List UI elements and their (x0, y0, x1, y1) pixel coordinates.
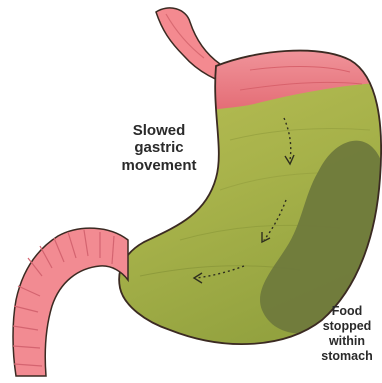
label-line: within (329, 334, 365, 348)
food-stopped-label: Food stopped within stomach (312, 304, 382, 364)
label-line: stopped (323, 319, 372, 333)
label-line: Slowed (133, 122, 186, 139)
label-line: movement (121, 157, 196, 174)
label-line: gastric (134, 139, 183, 156)
slowed-movement-label: Slowed gastric movement (104, 122, 214, 174)
intestine (13, 228, 128, 376)
label-line: Food (332, 304, 363, 318)
label-line: stomach (321, 349, 372, 363)
